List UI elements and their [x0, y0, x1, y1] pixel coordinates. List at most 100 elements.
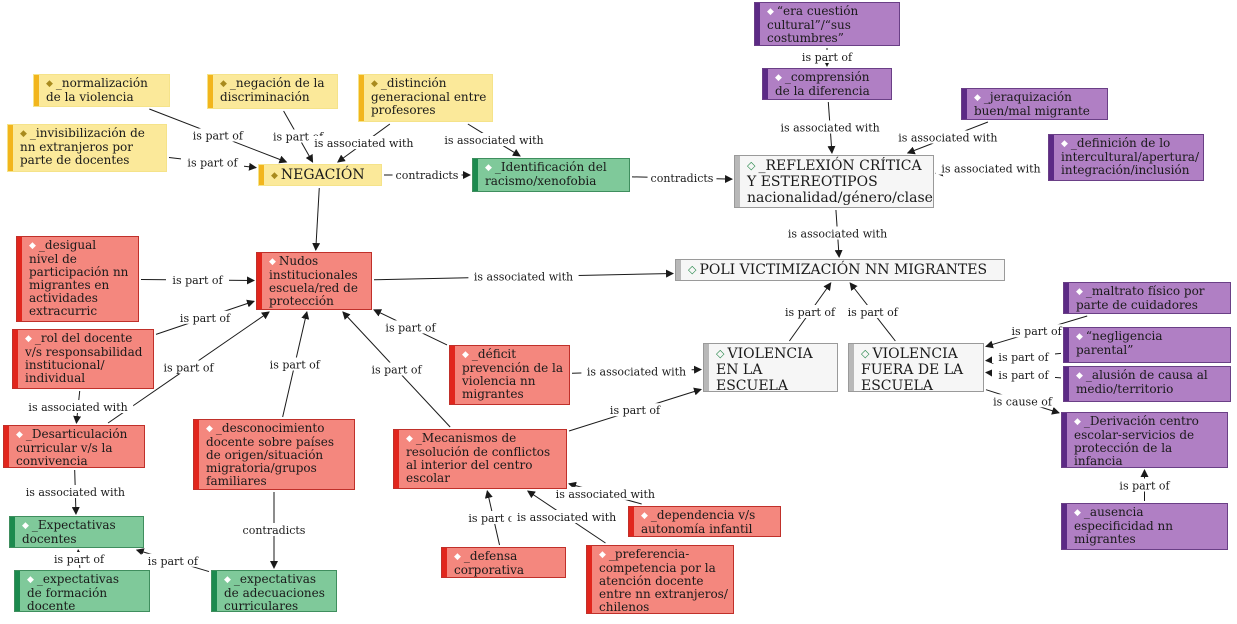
node-ausen[interactable]: ◆_ausencia especificidad nn migrantes — [1061, 503, 1228, 550]
node-label: _REFLEXIÓN CRÍTICA Y ESTEREOTIPOS nacion… — [747, 158, 933, 206]
diamond-icon: ◆ — [1076, 332, 1083, 342]
edge-label: contradicts — [651, 172, 714, 185]
edge-jer-refl: is associated with — [892, 121, 1003, 155]
edge-dist-ident: is associated with — [438, 123, 550, 157]
node-label: _dependencia v/s autonomía infantil — [641, 508, 756, 536]
diamond-icon: ◆ — [1076, 371, 1083, 381]
node-label: _ausencia especificidad nn migrantes — [1074, 505, 1173, 546]
node-deficit[interactable]: ◆_déficit prevención de la violencia nn … — [449, 345, 570, 405]
node-expect[interactable]: ◆_Expectativas docentes — [9, 516, 144, 548]
node-label: _desigual nivel de participación nn migr… — [29, 238, 129, 318]
node-rol[interactable]: ◆_rol del docente v/s responsabilidad in… — [12, 329, 154, 389]
diamond-icon: ◆ — [16, 430, 23, 440]
diamond-icon: ◆ — [269, 257, 276, 267]
node-defens[interactable]: ◆_defensa corporativa — [441, 547, 566, 578]
node-desart[interactable]: ◆_Desarticulación curricular v/s la conv… — [3, 425, 145, 468]
edge-label: is associated with — [517, 511, 616, 524]
diamond-icon: ◆ — [406, 434, 413, 444]
node-malt[interactable]: ◆_maltrato físico por parte de cuidadore… — [1063, 282, 1231, 314]
edge-label: is part of — [172, 274, 223, 287]
node-label: _preferencia- competencia por la atenció… — [599, 547, 728, 614]
diamond-icon: ◆ — [1061, 139, 1068, 149]
edge-label: is part of — [385, 321, 436, 334]
diamond-icon: ◆ — [641, 511, 648, 521]
node-label: POLI VICTIMIZACIÓN NN MIGRANTES — [699, 262, 988, 278]
node-deriv[interactable]: ◆_Derivación centro escolar-servicios de… — [1061, 412, 1228, 468]
node-vifue[interactable]: ◇VIOLENCIA FUERA DE LA ESCUELA — [848, 343, 984, 392]
edge-expadec-expect: is part of — [135, 548, 210, 573]
edge-deficit-nudos: is part of — [373, 309, 448, 346]
diamond-icon: ◆ — [1076, 287, 1083, 297]
diamond-icon: ◆ — [29, 241, 36, 251]
node-poli[interactable]: ◇POLI VICTIMIZACIÓN NN MIGRANTES — [675, 259, 1005, 281]
node-label: _distinción generacional entre profesore… — [371, 76, 487, 117]
node-label: _déficit prevención de la violencia nn m… — [462, 347, 564, 401]
node-refl[interactable]: ◇_REFLEXIÓN CRÍTICA Y ESTEREOTIPOS nacio… — [734, 155, 934, 208]
node-neg[interactable]: ◆NEGACIÓN — [258, 164, 382, 186]
node-label: _negación de la discriminación — [220, 76, 325, 104]
node-nudos[interactable]: ◆Nudos institucionales escuela/red de pr… — [256, 252, 372, 310]
node-depen[interactable]: ◆_dependencia v/s autonomía infantil — [628, 506, 781, 537]
node-negdis[interactable]: ◆_negación de la discriminación — [207, 74, 338, 109]
edge-invis-neg: is part of — [168, 155, 257, 171]
node-pref[interactable]: ◆_preferencia- competencia por la atenci… — [586, 545, 734, 614]
edge-defi-refl: is associated with — [935, 161, 1047, 177]
edge-descon-nudos: is part of — [263, 311, 327, 418]
node-label: _defensa corporativa — [454, 549, 525, 577]
diamond-icon: ◆ — [775, 73, 782, 83]
edge-label: is part of — [371, 364, 422, 377]
diamond-icon: ◆ — [454, 552, 461, 562]
node-norm[interactable]: ◆_normalización de la violencia — [33, 74, 170, 107]
node-label: _definición de lo intercultural/apertura… — [1061, 136, 1199, 177]
diamond-icon: ◆ — [46, 79, 53, 89]
diamond-icon: ◆ — [1074, 508, 1081, 518]
diamond-icon: ◆ — [599, 550, 606, 560]
node-invis[interactable]: ◆_invisibilización de nn extranjeros por… — [7, 124, 167, 172]
node-label: VIOLENCIA EN LA ESCUELA — [716, 346, 813, 392]
diamond-icon: ◆ — [25, 334, 32, 344]
outline-diamond-icon: ◇ — [716, 347, 725, 360]
node-descon[interactable]: ◆_desconocimiento docente sobre países d… — [193, 419, 355, 490]
edge-label: is associated with — [444, 134, 543, 147]
edge-label: is part of — [998, 369, 1049, 382]
edge-label: is part of — [468, 512, 519, 525]
diamond-icon: ◆ — [22, 521, 29, 531]
edge-rol-desart: is associated with — [22, 390, 134, 424]
edge-desart-nudos: is part of — [107, 311, 270, 424]
node-label: _invisibilización de nn extranjeros por … — [20, 126, 145, 167]
node-alus[interactable]: ◆_alusión de causa al medio/territorio — [1063, 366, 1231, 402]
edge-label: contradicts — [396, 169, 459, 182]
edge-label: contradicts — [243, 524, 306, 537]
node-mecan[interactable]: ◆_Mecanismos de resolución de conflictos… — [393, 429, 567, 489]
node-desig[interactable]: ◆_desigual nivel de participación nn mig… — [16, 236, 139, 322]
node-jer[interactable]: ◆_jeraquización buen/mal migrante — [961, 88, 1108, 120]
node-label: _comprensión de la diferencia — [775, 70, 870, 98]
edge-label: is associated with — [556, 488, 655, 501]
node-negl[interactable]: ◆“negligencia parental” — [1063, 327, 1231, 363]
diamond-icon: ◆ — [485, 163, 492, 173]
node-viesc[interactable]: ◇VIOLENCIA EN LA ESCUELA — [703, 343, 838, 392]
node-dist[interactable]: ◆_distinción generacional entre profesor… — [358, 74, 493, 122]
node-expadec[interactable]: ◆_expectativas de adecuaciones curricula… — [211, 570, 337, 612]
edge-expform-expect: is part of — [47, 549, 111, 569]
node-expform[interactable]: ◆_expectativas de formación docente — [14, 570, 150, 612]
edge-label: is associated with — [941, 163, 1040, 176]
node-label: VIOLENCIA FUERA DE LA ESCUELA — [861, 346, 964, 392]
diamond-icon: ◆ — [974, 93, 981, 103]
node-label: _normalización de la violencia — [46, 76, 148, 104]
diamond-icon: ◆ — [27, 575, 34, 585]
edge-vifue-poli: is part of — [841, 282, 905, 342]
node-defi[interactable]: ◆_definición de lo intercultural/apertur… — [1048, 134, 1204, 181]
diamond-icon: ◆ — [20, 129, 27, 139]
node-era[interactable]: ◆“era cuestión cultural”/“sus costumbres… — [754, 2, 900, 46]
node-label: _Identificación del racismo/xenofobia — [485, 160, 607, 188]
node-ident[interactable]: ◆_Identificación del racismo/xenofobia — [472, 158, 630, 192]
edge-label: is part of — [54, 553, 105, 566]
edge-desig-nudos: is part of — [140, 273, 255, 287]
node-comp[interactable]: ◆_comprensión de la diferencia — [762, 68, 892, 100]
edge-nudos-poli: is associated with — [373, 269, 674, 284]
node-label: _Mecanismos de resolución de conflictos … — [406, 431, 551, 485]
edge-label: is associated with — [788, 228, 887, 241]
